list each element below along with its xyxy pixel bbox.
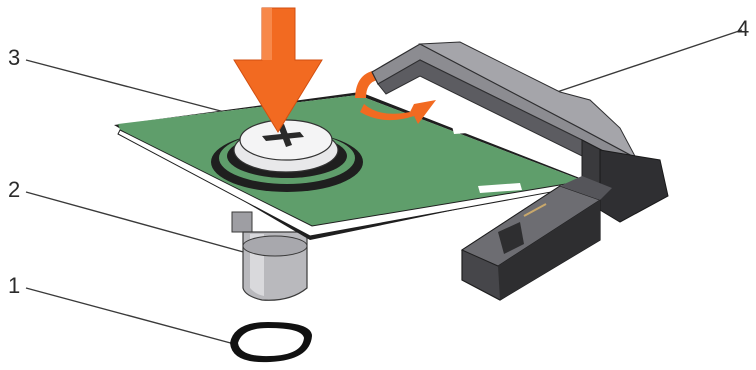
leader-line-3 — [26, 60, 236, 115]
callout-4: 4 — [737, 18, 749, 40]
leader-line-2 — [26, 192, 247, 253]
chassis-slot — [230, 322, 312, 362]
callout-3: 3 — [8, 47, 20, 69]
leader-line-1 — [26, 288, 238, 345]
callout-1: 1 — [8, 275, 20, 297]
callout-2: 2 — [8, 179, 20, 201]
leader-line-4 — [548, 30, 742, 95]
